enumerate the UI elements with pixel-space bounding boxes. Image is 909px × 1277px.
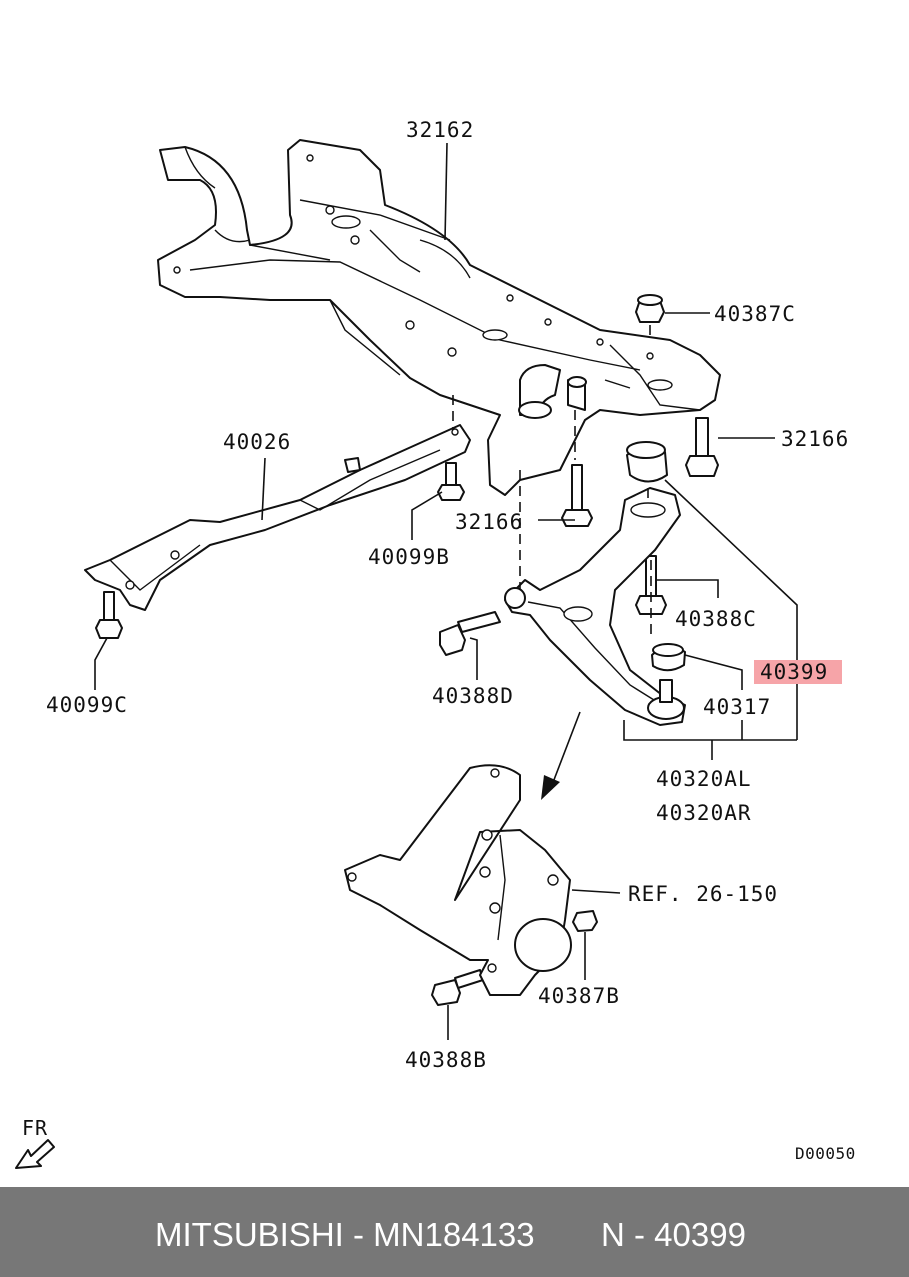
callout-40388b: 40388B <box>405 1048 487 1072</box>
parts-diagram <box>15 139 798 1169</box>
callout-32166-right: 32166 <box>781 427 850 451</box>
callout-32162: 32162 <box>406 118 475 142</box>
callout-40320al: 40320AL <box>656 767 752 791</box>
callout-40317: 40317 <box>703 695 772 719</box>
callout-ref-26-150: REF. 26-150 <box>628 882 779 906</box>
callout-40026: 40026 <box>223 430 292 454</box>
front-direction-label: FR <box>22 1116 49 1140</box>
callout-40099c: 40099C <box>46 693 128 717</box>
knuckle-drawing <box>344 764 572 996</box>
callout-40388c: 40388C <box>675 607 757 631</box>
callout-40387c: 40387C <box>714 302 796 326</box>
callout-40388d: 40388D <box>432 684 514 708</box>
footer-diagram-number: N - 40399 <box>601 1216 746 1253</box>
callout-40387b: 40387B <box>538 984 620 1008</box>
callout-40399-highlighted: 40399 <box>754 660 843 684</box>
control-arm-drawing <box>504 487 686 726</box>
callout-40320ar: 40320AR <box>656 801 752 825</box>
footer-brand-part-number: MITSUBISHI - MN184133 <box>155 1216 535 1253</box>
diagram-code: D00050 <box>795 1144 856 1163</box>
callout-40099b: 40099B <box>368 545 450 569</box>
leader-lines <box>94 142 798 1040</box>
callout-32166-center: 32166 <box>455 510 524 534</box>
footer-bar: MITSUBISHI - MN184133 N - 40399 <box>0 1187 909 1277</box>
front-direction-arrow-icon <box>15 1139 55 1169</box>
crossmember-drawing <box>157 139 721 496</box>
bracket-drawing <box>84 424 471 611</box>
bushing-drawing <box>626 441 668 483</box>
arrow-down-icon <box>541 711 581 800</box>
